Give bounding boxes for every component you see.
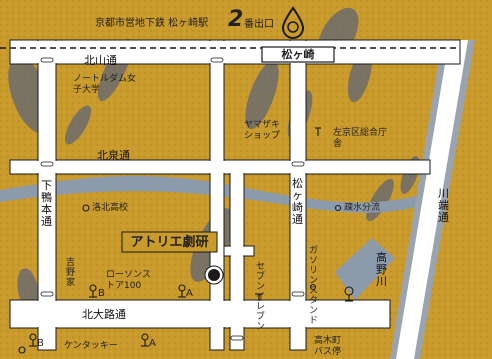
seven-eleven-label: セブンイレブン [256, 262, 266, 332]
station-exit-suffix: 番出口 [244, 19, 274, 30]
station-exit-icon [281, 6, 305, 39]
poi-glyphs [18, 127, 354, 354]
matsugasaki-road-label: 松ヶ崎通 [292, 177, 303, 226]
notre-dame-label: ノートルダム女子大学 [73, 74, 137, 95]
kitaoji-road-label: 北大路通 [82, 308, 126, 321]
school-icon [82, 204, 90, 212]
ward-office-label: 左京区総合庁舎 [333, 128, 388, 149]
theater-label-box [121, 231, 218, 253]
theater-name: アトリエ劇研 [130, 235, 209, 250]
takano-river [335, 238, 395, 300]
lawson-label: ローソンストア100 [106, 270, 151, 291]
rakuhoku-label: 洛北高校 [92, 203, 129, 213]
yoshinoya-label: 吉野家 [66, 258, 76, 288]
takano-river-label: 高野川 [376, 251, 387, 288]
sosui-label: 疎水分流 [344, 203, 381, 213]
bus-stop-label: 高木町バス停 [314, 336, 342, 357]
road-fill [11, 41, 459, 349]
station-name-label: 京都市営地下鉄 松ヶ崎駅 [95, 18, 209, 29]
marker-b-lawson: B [98, 288, 105, 299]
marker-a-kitaoji: A [186, 288, 193, 299]
marker-a-kfc: A [149, 338, 156, 349]
station-exit-number: 2 [228, 7, 244, 32]
shimogamo-road-label: 下鴨本通 [41, 179, 52, 228]
gas-station-label: ガソリンスタンド [309, 246, 319, 326]
kitaizumi-road-label: 北泉通 [97, 149, 130, 162]
kitayama-road-label: 北山通 [84, 54, 117, 67]
yamazaki-label: ヤマザキショップ [243, 120, 280, 141]
kawabata-road-label: 川端通 [438, 187, 449, 224]
station-sign: 松ヶ崎 [281, 48, 315, 61]
kfc-label: ケンタッキー [64, 341, 118, 351]
marker-b-west: B [37, 338, 44, 349]
station-sign-box [261, 46, 335, 63]
